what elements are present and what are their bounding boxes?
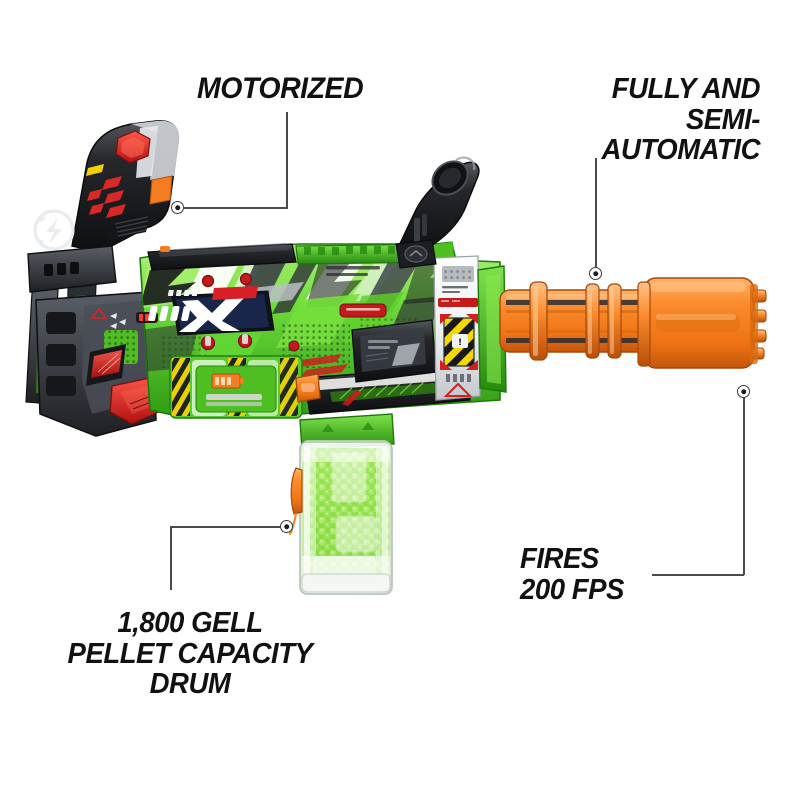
callout-label-fully-and-semi-automatic: FULLY AND SEMI-AUTOMATIC <box>601 73 761 167</box>
leader-line-motorized-horizontal <box>184 207 288 209</box>
barrel <box>499 277 767 369</box>
callout-label-motorized: MOTORIZED <box>197 72 364 105</box>
lower-slide <box>295 365 471 415</box>
leader-line-motorized-vertical <box>286 112 288 208</box>
callout-label-gell-pellet-capacity-drum: 1,800 GELL PELLET CAPACITY DRUM <box>67 607 313 701</box>
leader-line-fps-horizontal <box>652 574 744 576</box>
main-body: ! <box>136 241 507 419</box>
callout-marker-drum <box>280 520 293 533</box>
hazard-panel-right: ! <box>433 255 481 401</box>
callout-marker-motorized <box>171 201 184 214</box>
svg-text:!: ! <box>458 338 462 348</box>
leader-line-auto-vertical <box>595 158 597 274</box>
receiver-block <box>351 319 437 383</box>
gel-pellet-drum <box>288 413 395 595</box>
callout-marker-fps <box>737 385 750 398</box>
leader-line-drum-vertical <box>170 526 172 590</box>
leader-line-drum-horizontal <box>170 526 286 528</box>
callout-label-fires-200-fps: FIRES 200 FPS <box>520 543 624 606</box>
callout-marker-auto <box>589 267 602 280</box>
hazard-panel-lower <box>169 340 303 419</box>
xshot-logo <box>148 286 275 336</box>
charging-handle <box>395 156 480 269</box>
leader-line-fps-vertical <box>743 391 745 575</box>
